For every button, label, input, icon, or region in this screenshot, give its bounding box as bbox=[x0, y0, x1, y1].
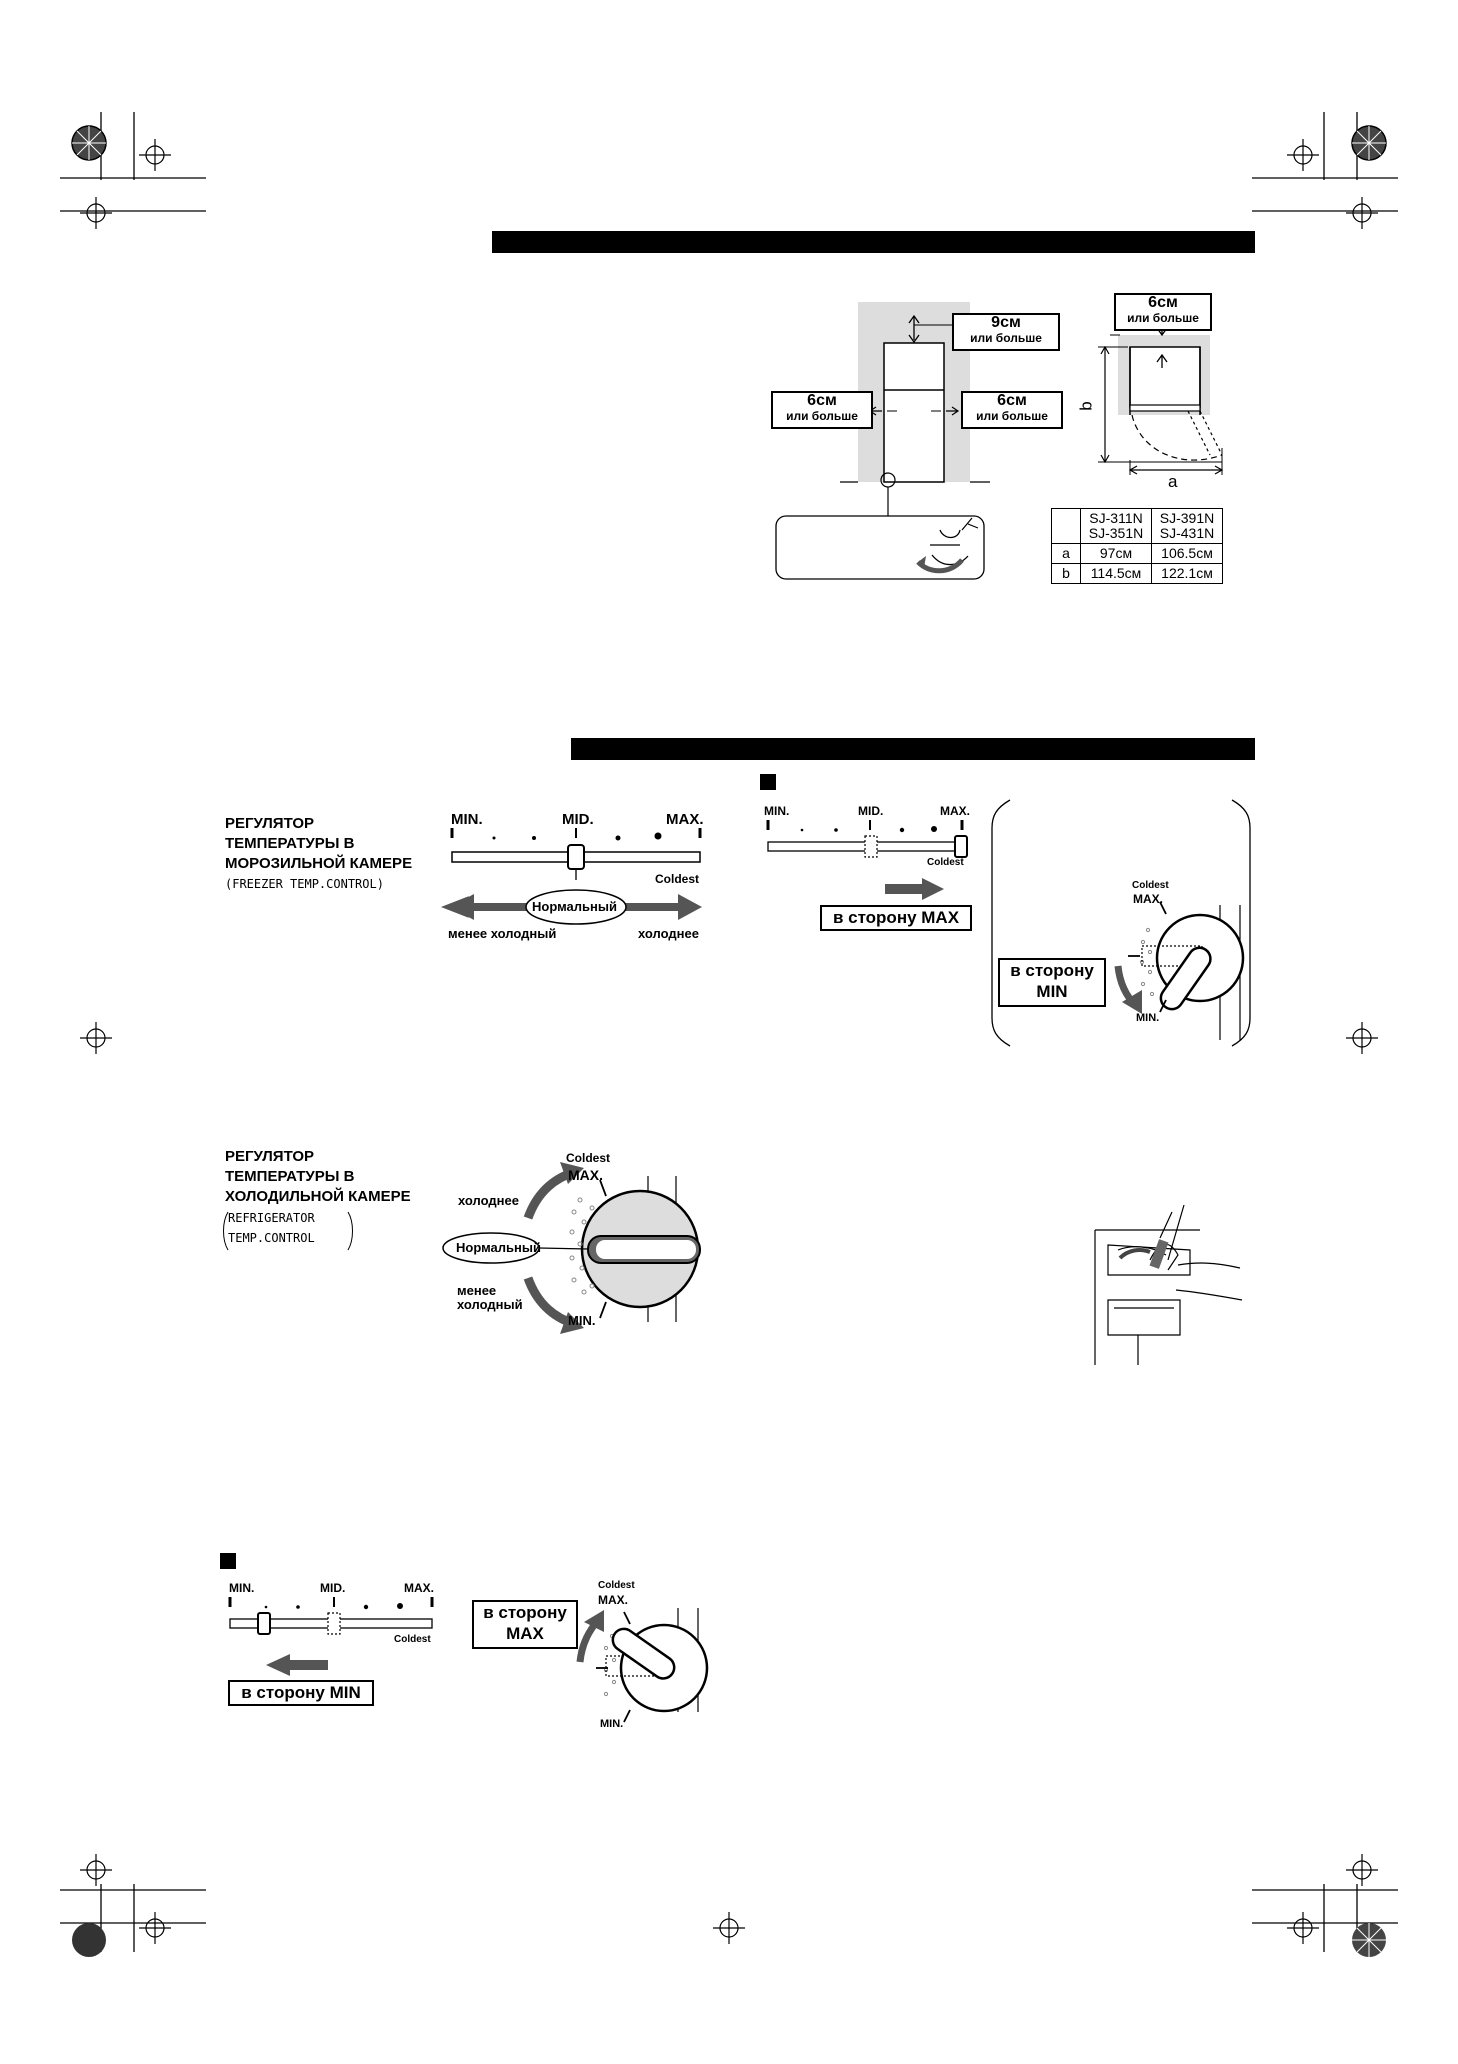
case-max-coldest-label: Coldest bbox=[927, 857, 964, 868]
case-min-to-max-box: в сторону MAX bbox=[472, 1600, 578, 1649]
dimensions-table: SJ-311N SJ-351N SJ-391N SJ-431N a 97см 1… bbox=[1051, 508, 1223, 584]
case-min-min-label: MIN. bbox=[229, 1581, 255, 1595]
clearance-right-note: или больше bbox=[976, 408, 1048, 423]
case-max-mid-label: MID. bbox=[858, 804, 884, 818]
case-max-min-label: MIN. bbox=[764, 804, 790, 818]
dims-header-empty bbox=[1051, 508, 1081, 544]
case-min-to-max-line: MAX bbox=[506, 1624, 544, 1643]
case-min-dial-max: MAX. bbox=[598, 1593, 628, 1607]
fridge-less-cold-line: менее bbox=[457, 1283, 497, 1298]
case-max-dial-max: MAX. bbox=[1133, 892, 1163, 906]
fridge-min-label: MIN. bbox=[568, 1313, 596, 1328]
case-max-to-max-box: в сторону MAX bbox=[820, 905, 972, 931]
clearance-rear-value: 6см bbox=[1148, 294, 1178, 311]
fridge-heading-line: ТЕМПЕРАТУРЫ В bbox=[225, 1168, 355, 1185]
clearance-rear-note: или больше bbox=[1127, 310, 1199, 325]
dim-a-label: a bbox=[1168, 472, 1178, 491]
freezer-normal-label: Нормальный bbox=[532, 899, 617, 914]
fridge-less-cold-line: холодный bbox=[457, 1297, 523, 1312]
fridge-subheading-line: REFRIGERATOR bbox=[228, 1211, 315, 1225]
dims-cell: 122.1см bbox=[1151, 563, 1223, 584]
freezer-less-cold-label: менее холодный bbox=[448, 926, 557, 941]
freezer-max-label: MAX. bbox=[666, 811, 704, 828]
freezer-subheading: (FREEZER TEMP.CONTROL) bbox=[225, 877, 384, 891]
freezer-heading-line: ТЕМПЕРАТУРЫ В bbox=[225, 835, 355, 852]
dims-cell: 114.5см bbox=[1080, 563, 1152, 584]
fridge-less-cold-label: менее холодный bbox=[457, 1284, 523, 1312]
clearance-left-label: 6см или больше bbox=[771, 391, 873, 429]
fridge-colder-label: холоднее bbox=[458, 1193, 519, 1208]
clearance-right-value: 6см bbox=[997, 392, 1027, 409]
case-min-square-bullet bbox=[220, 1553, 236, 1569]
case-max-to-min-line: MIN bbox=[1036, 982, 1068, 1001]
freezer-colder-label: холоднее bbox=[638, 926, 699, 941]
fridge-heading-line: ХОЛОДИЛЬНОЙ КАМЕРЕ bbox=[225, 1188, 411, 1205]
fridge-coldest-label: Coldest bbox=[566, 1151, 611, 1165]
clearance-top-note: или больше bbox=[970, 330, 1042, 345]
dims-header-col2: SJ-391N SJ-431N bbox=[1151, 508, 1223, 544]
fridge-max-label: MAX. bbox=[568, 1167, 603, 1183]
clearance-left-note: или больше bbox=[786, 408, 858, 423]
clearance-right-label: 6см или больше bbox=[961, 391, 1063, 429]
fridge-heading: РЕГУЛЯТОР ТЕМПЕРАТУРЫ В ХОЛОДИЛЬНОЙ КАМЕ… bbox=[225, 1147, 411, 1207]
clearance-top-label: 9см или больше bbox=[952, 313, 1060, 351]
fridge-subheading-line: TEMP.CONTROL bbox=[228, 1231, 315, 1245]
freezer-heading-line: МОРОЗИЛЬНОЙ КАМЕРЕ bbox=[225, 855, 413, 872]
section-bar-temperature bbox=[571, 738, 1255, 760]
case-min-to-max-line: в сторону bbox=[483, 1603, 567, 1622]
freezer-min-label: MIN. bbox=[451, 811, 483, 828]
case-max-dial-min: MIN. bbox=[1136, 1012, 1160, 1024]
clearance-left-value: 6см bbox=[807, 392, 837, 409]
case-max-dial-coldest: Coldest bbox=[1132, 880, 1169, 891]
freezer-heading-line: РЕГУЛЯТОР bbox=[225, 815, 315, 832]
case-max-square-bullet bbox=[760, 774, 776, 790]
case-min-max-label: MAX. bbox=[404, 1581, 434, 1595]
fridge-subheading: REFRIGERATOR TEMP.CONTROL bbox=[228, 1208, 315, 1248]
dims-cell: 97см bbox=[1080, 543, 1152, 564]
clearance-top-value: 9см bbox=[991, 314, 1021, 331]
case-min-mid-label: MID. bbox=[320, 1581, 346, 1595]
case-min-to-min-box: в сторону MIN bbox=[228, 1680, 374, 1706]
case-min-dial-min: MIN. bbox=[600, 1718, 624, 1730]
case-min-dial-coldest: Coldest bbox=[598, 1580, 635, 1591]
section-bar-installation bbox=[492, 231, 1255, 253]
freezer-mid-label: MID. bbox=[562, 811, 594, 828]
case-max-to-min-box: в сторону MIN bbox=[998, 958, 1106, 1007]
freezer-coldest-label: Coldest bbox=[655, 872, 700, 886]
fridge-heading-line: РЕГУЛЯТОР bbox=[225, 1148, 315, 1165]
case-min-coldest-label: Coldest bbox=[394, 1634, 431, 1645]
case-max-max-label: MAX. bbox=[940, 804, 970, 818]
clearance-rear-label: 6см или больше bbox=[1114, 293, 1212, 331]
fridge-normal-label: Нормальный bbox=[456, 1240, 541, 1255]
freezer-heading: РЕГУЛЯТОР ТЕМПЕРАТУРЫ В МОРОЗИЛЬНОЙ КАМЕ… bbox=[225, 814, 412, 874]
case-max-to-min-line: в сторону bbox=[1010, 961, 1094, 980]
